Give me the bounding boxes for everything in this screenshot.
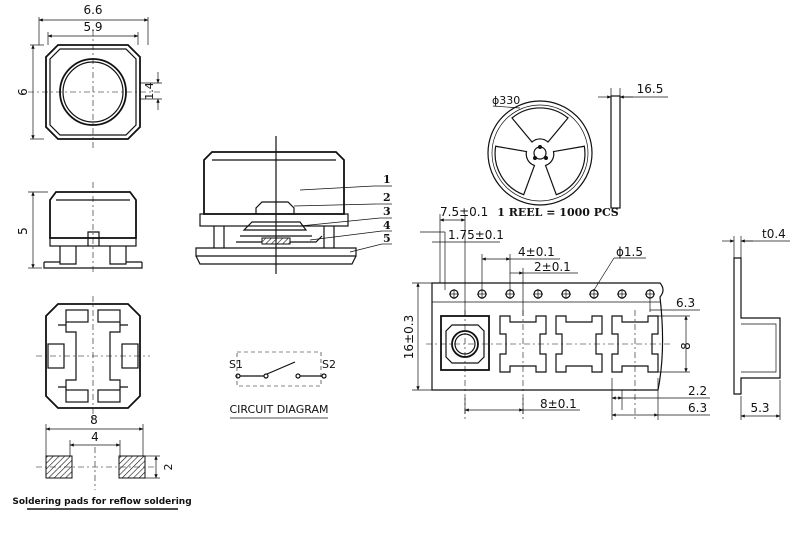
pad-caption: Soldering pads for reflow soldering bbox=[12, 497, 191, 507]
circuit-caption: CIRCUIT DIAGRAM bbox=[230, 403, 329, 416]
pad-overall-width: 8 bbox=[90, 413, 98, 427]
tape-pocket-height: 8 bbox=[679, 342, 693, 350]
top-width-inner: 5.9 bbox=[83, 20, 102, 34]
tape-pitch-offset: 7.5±0.1 bbox=[440, 205, 488, 219]
tape-pocket bbox=[499, 315, 547, 373]
tape-width: 16±0.3 bbox=[402, 315, 416, 359]
side-height: 5 bbox=[16, 227, 30, 235]
pad-layout: 8 4 2 Soldering pads for reflow solderin… bbox=[12, 413, 192, 510]
pad-center-distance: 4 bbox=[91, 430, 99, 444]
reel-width: 16.5 bbox=[637, 82, 664, 96]
tape-pocket-depth: 5.3 bbox=[750, 401, 769, 415]
section-view: 1 2 3 4 5 bbox=[195, 136, 392, 274]
tape-hole-to-pocket: 2±0.1 bbox=[534, 260, 571, 274]
part-label-1: 1 bbox=[383, 173, 391, 186]
tape-thickness: t0.4 bbox=[762, 227, 786, 241]
tape-pocket-width: 6.3 bbox=[676, 296, 695, 310]
reel: ϕ330 16.5 1 REEL = 1000 PCS bbox=[487, 82, 668, 219]
top-view: 6.6 5.9 6 1.4 bbox=[16, 3, 162, 150]
top-height: 6 bbox=[16, 88, 30, 96]
tape-pocket bbox=[555, 315, 603, 373]
reel-diameter: ϕ330 bbox=[492, 94, 520, 107]
part-label-4: 4 bbox=[383, 219, 391, 232]
tape-edge-hole: 1.75±0.1 bbox=[448, 228, 504, 242]
circuit-terminal-s2: S2 bbox=[322, 358, 336, 371]
pad-height: 2 bbox=[162, 464, 175, 471]
part-label-5: 5 bbox=[383, 232, 391, 245]
bottom-view bbox=[36, 296, 150, 418]
tape-hole-diameter: ϕ1.5 bbox=[616, 245, 643, 259]
tape-gap: 2.2 bbox=[688, 384, 707, 398]
sprocket-holes bbox=[449, 289, 655, 299]
tape-hole-pitch: 4±0.1 bbox=[518, 245, 555, 259]
part-label-2: 2 bbox=[383, 191, 391, 204]
tape-pocket-pitch: 8±0.1 bbox=[540, 397, 577, 411]
carrier-tape: 7.5±0.1 1.75±0.1 4±0.1 2±0.1 ϕ1.5 16±0.3… bbox=[402, 205, 710, 420]
top-width-outer: 6.6 bbox=[83, 3, 102, 17]
part-label-3: 3 bbox=[383, 205, 391, 218]
tape-side-profile: t0.4 5.3 bbox=[722, 227, 790, 420]
circuit-diagram: S1 S2 CIRCUIT DIAGRAM bbox=[229, 351, 336, 419]
tape-pocket-right: 6.3 bbox=[688, 401, 707, 415]
side-view: 5 bbox=[16, 182, 143, 275]
circuit-terminal-s1: S1 bbox=[229, 358, 243, 371]
top-offset: 1.4 bbox=[143, 82, 156, 100]
reel-quantity: 1 REEL = 1000 PCS bbox=[497, 206, 618, 219]
